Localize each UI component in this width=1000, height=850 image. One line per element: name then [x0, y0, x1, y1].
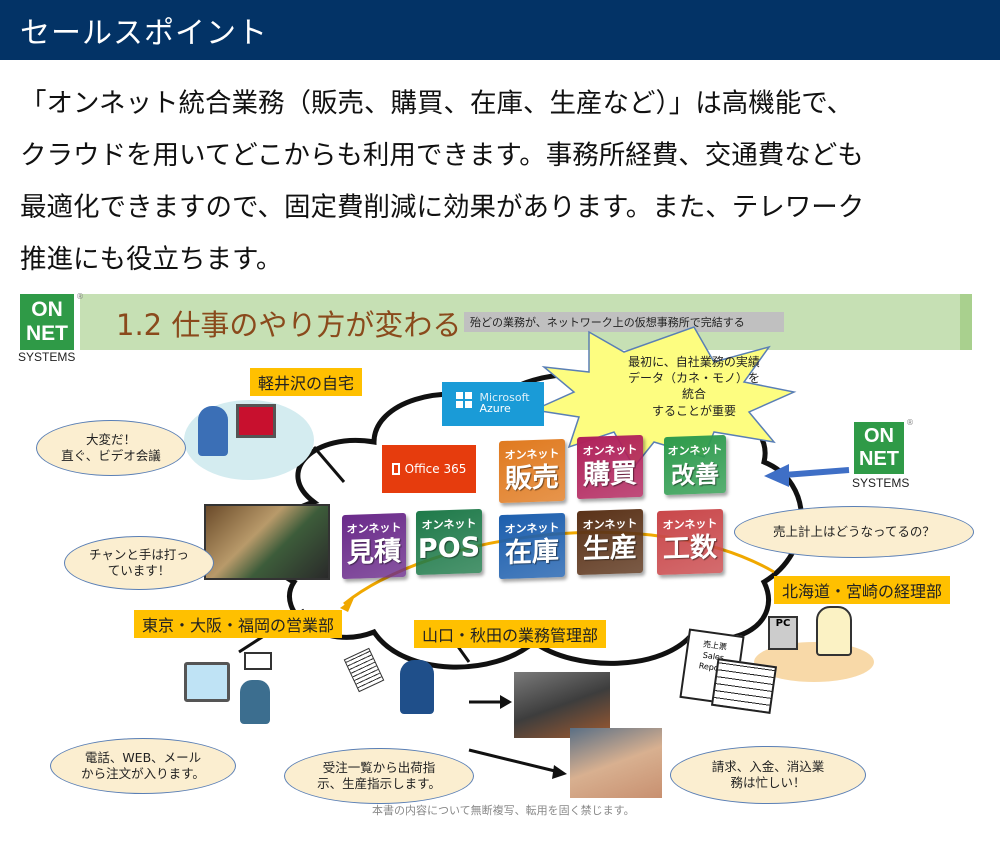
logo-line-on: ON	[864, 425, 894, 447]
factory-photo	[514, 672, 610, 738]
intro-line: 最適化できますので、固定費削減に効果があります。また、テレワーク	[20, 192, 865, 223]
accounting-worker-illustration: PC 売上票 Sales Report	[674, 602, 884, 714]
copyright-note: 本書の内容について無断複写、転用を固く禁じます。	[372, 804, 635, 817]
ops-arrowhead-2	[552, 765, 567, 779]
azure-line1: Microsoft	[479, 391, 530, 404]
person-icon	[400, 660, 434, 714]
smiling-monitor-icon	[184, 662, 230, 702]
office-label: Office 365	[404, 462, 467, 476]
tile-sales[interactable]: オンネット販売	[499, 438, 565, 504]
slide-title-band-end	[960, 294, 972, 350]
logo-line-net: NET	[859, 448, 899, 470]
speech-bubble-video: チャンと手は打っています！	[64, 536, 214, 590]
location-label-ops: 山口・秋田の業務管理部	[414, 620, 607, 648]
monitor-icon	[236, 404, 276, 438]
section-title: セールスポイント	[20, 16, 268, 51]
office365-badge: Office 365	[382, 445, 476, 493]
home-worker-illustration	[184, 400, 314, 480]
logo-line-on: ON	[31, 298, 63, 321]
windows-icon	[456, 392, 472, 408]
azure-badge: Microsoft Azure	[442, 382, 544, 426]
pc-monitor-icon: PC	[768, 616, 798, 650]
logo-line-net: NET	[26, 322, 68, 345]
azure-line2: Azure	[479, 402, 511, 415]
speech-bubble-accounting: 請求、入金、消込業務は忙しい！	[670, 746, 866, 804]
onnet-logo: ON NET	[20, 294, 74, 350]
logo-registered-mark: ®	[906, 418, 914, 427]
onnet-arrow-shaft	[783, 467, 850, 478]
callout-line: することが重要	[651, 403, 736, 418]
intro-paragraph: 「オンネット統合業務（販売、購買、在庫、生産など）」は高機能で、 クラウドを用い…	[20, 78, 990, 286]
tile-manhours[interactable]: オンネット工数	[657, 508, 723, 576]
location-label-sales: 東京・大阪・福岡の営業部	[134, 610, 343, 638]
callout-line: データ（カネ・モノ）を統合	[627, 371, 760, 402]
warehouse-photo	[570, 728, 662, 798]
intro-line: 推進にも役立ちます。	[20, 244, 283, 275]
callout-star-text: 最初に、自社業務の実績 データ（カネ・モノ）を統合 することが重要	[624, 354, 764, 419]
video-conference-photo	[204, 504, 330, 580]
tile-improvement[interactable]: オンネット改善	[664, 434, 726, 496]
slide-subtitle: 殆どの業務が、ネットワーク上の仮想事務所で完結する	[464, 312, 784, 332]
sales-worker-illustration	[174, 652, 284, 732]
onnet-arrow-head	[764, 464, 789, 487]
tile-inventory[interactable]: オンネット在庫	[499, 512, 565, 580]
onnet-logo-right: ON NET	[854, 422, 904, 474]
location-label-karuizawa: 軽井沢の自宅	[250, 368, 363, 396]
ops-worker-illustration	[343, 647, 460, 732]
envelope-icon	[244, 652, 272, 670]
ops-arrow-2	[468, 748, 560, 774]
documents-icon	[343, 647, 385, 693]
intro-line: クラウドを用いてどこからも利用できます。事務所経費、交通費なども	[20, 140, 864, 171]
location-label-accounting: 北海道・宮崎の経理部	[774, 576, 951, 604]
speech-bubble-sales: 電話、WEB、メールから注文が入ります。	[50, 738, 236, 794]
person-icon	[198, 406, 228, 456]
spreadsheet-icon	[710, 658, 778, 714]
person-icon	[240, 680, 270, 724]
ops-arrowhead-1	[500, 695, 512, 709]
office-icon	[391, 463, 400, 475]
logo-registered-mark: ®	[76, 292, 84, 301]
connector-home	[312, 446, 346, 483]
slide-title: 1.2 仕事のやり方が変わる	[116, 308, 462, 342]
data-flow-arrowhead	[340, 598, 354, 612]
tile-production[interactable]: オンネット生産	[577, 508, 643, 576]
workflow-figure: ON NET ® SYSTEMS 1.2 仕事のやり方が変わる 殆どの業務が、ネ…	[14, 292, 986, 822]
intro-line: 「オンネット統合業務（販売、購買、在庫、生産など）」は高機能で、	[20, 88, 854, 119]
person-icon	[816, 606, 852, 656]
logo-systems-text: SYSTEMS	[18, 350, 76, 364]
logo-systems-text: SYSTEMS	[852, 476, 910, 490]
tile-estimate[interactable]: オンネット見積	[342, 512, 406, 580]
section-header: セールスポイント	[0, 0, 1000, 60]
speech-bubble-accounting-question: 売上計上はどうなってるの？	[734, 506, 974, 558]
speech-bubble-ops: 受注一覧から出荷指示、生産指示します。	[284, 748, 474, 804]
tile-purchasing[interactable]: オンネット購買	[577, 434, 643, 500]
speech-bubble-home: 大変だ！直ぐ、ビデオ会議	[36, 420, 186, 476]
callout-line: 最初に、自社業務の実績	[628, 355, 760, 369]
